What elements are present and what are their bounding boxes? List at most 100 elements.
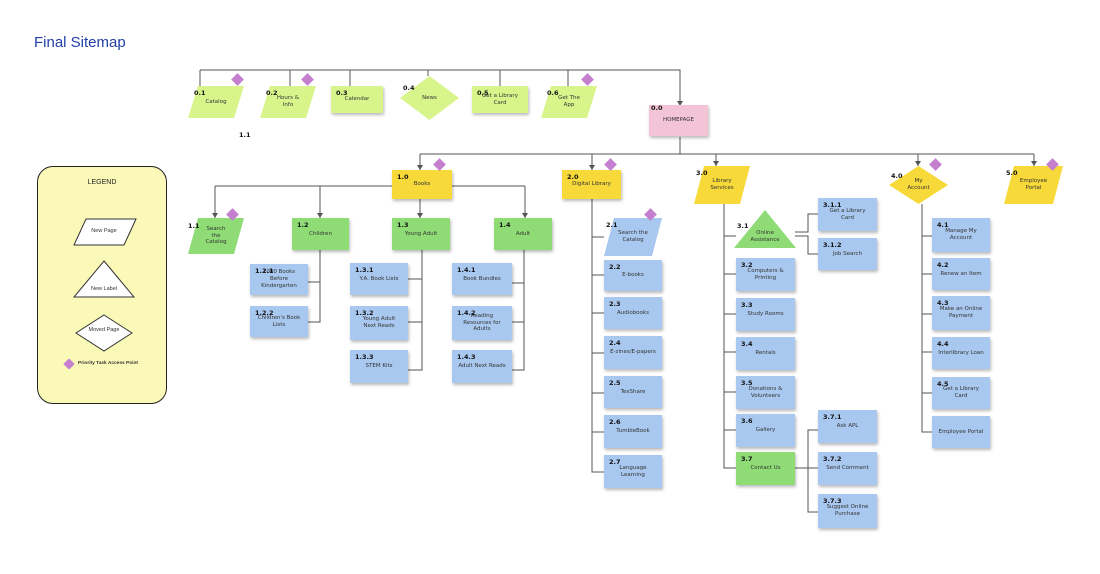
- node-0-1-catalog[interactable]: 0.1 Catalog: [188, 86, 244, 118]
- node-label: Reading Resources for Adults: [463, 312, 501, 333]
- node-label: Get a Library Card: [829, 207, 866, 221]
- node-1-4-2[interactable]: 1.4.2 Reading Resources for Adults: [452, 306, 512, 340]
- node-number: 1.1: [188, 222, 200, 230]
- node-number: 1.3: [397, 221, 409, 229]
- node-number: 4.0: [891, 172, 903, 180]
- node-0-6-get-app[interactable]: 0.6 Get The App: [541, 86, 597, 118]
- node-label: Rentals: [755, 350, 776, 357]
- node-number: 0.5: [477, 89, 489, 97]
- node-2-4[interactable]: 2.4 E-zines/E-papers: [604, 336, 662, 369]
- node-3-4[interactable]: 3.4 Rentals: [736, 337, 795, 370]
- node-label: Get a Library Card: [482, 92, 518, 106]
- node-number: 2.1: [606, 221, 618, 229]
- node-3-1-2[interactable]: 3.1.2 Job Search: [818, 238, 877, 270]
- node-number: 3.7.3: [823, 497, 842, 505]
- node-4-1[interactable]: 4.1 Manage My Account: [932, 218, 990, 252]
- node-1-4-1[interactable]: 1.4.1 Book Bundles: [452, 263, 512, 295]
- node-0-0-homepage[interactable]: 0.0 HOMEPAGE: [649, 104, 708, 136]
- legend-shapes: [63, 218, 137, 370]
- node-3-7-1[interactable]: 3.7.1 Ask APL: [818, 410, 877, 443]
- node-number: 2.0: [567, 173, 579, 181]
- node-2-0-digital-library[interactable]: 2.0 Digital Library: [562, 170, 621, 199]
- node-4-3[interactable]: 4.3 Make an Online Payment: [932, 296, 990, 330]
- node-0-5-library-card[interactable]: 0.5 Get a Library Card: [472, 86, 528, 113]
- legend-triangle-shape: [72, 260, 136, 298]
- node-number: 2.6: [609, 418, 621, 426]
- legend-item-new-label: New Label: [91, 286, 117, 292]
- node-label: Employee Portal: [1019, 178, 1048, 191]
- legend-parallelogram-shape: [73, 218, 137, 246]
- legend-item-moved-page: Moved Page: [88, 327, 120, 333]
- node-3-5[interactable]: 3.5 Donations & Volunteers: [736, 376, 795, 409]
- node-number: 1.4: [499, 221, 511, 229]
- node-number: 4.5: [937, 380, 949, 388]
- node-number: 2.5: [609, 379, 621, 387]
- node-0-4-news[interactable]: 0.4 News: [400, 76, 459, 120]
- node-1-0-books[interactable]: 1.0 Books: [392, 170, 452, 199]
- node-1-2-2[interactable]: 1.2.2 Children's Book Lists: [250, 306, 308, 337]
- node-label: TexShare: [620, 388, 646, 395]
- node-label: Search the Catalog: [205, 225, 227, 246]
- node-number: 1.3.1: [355, 266, 374, 274]
- node-1-3-2[interactable]: 1.3.2 Young Adult Next Reads: [350, 306, 408, 340]
- node-label: Computers & Printing: [747, 267, 784, 281]
- node-3-3[interactable]: 3.3 Study Rooms: [736, 298, 795, 331]
- node-2-7[interactable]: 2.7 Language Learning: [604, 455, 662, 488]
- node-label: Contact Us: [750, 465, 781, 472]
- node-1-3-young-adult[interactable]: 1.3 Young Adult: [392, 218, 450, 250]
- node-number: 3.6: [741, 417, 753, 425]
- page-title: Final Sitemap: [34, 34, 126, 51]
- node-label: Book Bundles: [463, 275, 501, 282]
- node-number: 1.4.1: [457, 266, 476, 274]
- node-1-2-1[interactable]: 1.2.1 1000 Books Before Kindergarten: [250, 264, 308, 295]
- node-number: 5.0: [1006, 169, 1018, 177]
- node-label: Children: [309, 230, 332, 237]
- node-3-2[interactable]: 3.2 Computers & Printing: [736, 258, 795, 291]
- node-label: TumbleBook: [616, 428, 650, 435]
- node-1-2-children[interactable]: 1.2 Children: [292, 218, 349, 250]
- node-number: 4.4: [937, 340, 949, 348]
- node-2-5[interactable]: 2.5 TexShare: [604, 376, 662, 408]
- node-label: Audiobooks: [617, 309, 649, 316]
- legend-item-new-page: New Page: [91, 228, 117, 234]
- node-label: Get The App: [558, 95, 580, 108]
- node-number: 0.4: [403, 84, 415, 92]
- node-label: Online Assistance: [750, 230, 780, 243]
- node-2-3[interactable]: 2.3 Audiobooks: [604, 297, 662, 329]
- node-3-7-contact-us[interactable]: 3.7 Contact Us: [736, 452, 795, 485]
- node-5-0-employee-portal[interactable]: 5.0 Employee Portal: [1004, 166, 1063, 204]
- node-number: 3.1: [737, 222, 749, 230]
- node-label: Hours & Info: [276, 95, 300, 108]
- node-4-4[interactable]: 4.4 Interlibrary Loan: [932, 337, 990, 369]
- node-4-5[interactable]: 4.5 Get a Library Card: [932, 377, 990, 409]
- node-0-3-calendar[interactable]: 0.3 Calendar: [331, 86, 383, 113]
- node-label: News: [422, 94, 437, 101]
- node-label: Ask APL: [836, 423, 859, 430]
- node-4-6-employee-portal[interactable]: Employee Portal: [932, 416, 990, 448]
- node-4-0-my-account[interactable]: 4.0 My Account: [889, 166, 948, 204]
- node-label: Renew an Item: [940, 270, 982, 277]
- node-4-2[interactable]: 4.2 Renew an Item: [932, 258, 990, 290]
- legend-panel: LEGEND New Page New Label Moved Page Pri…: [37, 166, 167, 404]
- node-1-3-1[interactable]: 1.3.1 Y.A. Book Lists: [350, 263, 408, 295]
- node-number: 1.3.2: [355, 309, 374, 317]
- node-3-7-2[interactable]: 3.7.2 Send Comment: [818, 452, 877, 485]
- node-1-4-3[interactable]: 1.4.3 Adult Next Reads: [452, 350, 512, 383]
- node-3-7-3[interactable]: 3.7.3 Suggest Online Purchase: [818, 494, 877, 528]
- node-label: Manage My Account: [945, 228, 977, 241]
- node-1-3-3[interactable]: 1.3.3 STEM Kits: [350, 350, 408, 383]
- node-number: 0.3: [336, 89, 348, 97]
- node-2-1-search-catalog[interactable]: 2.1 Search the Catalog: [604, 218, 662, 256]
- node-3-6[interactable]: 3.6 Gallery: [736, 414, 795, 447]
- node-2-6[interactable]: 2.6 TumbleBook: [604, 415, 662, 448]
- node-0-2-hours-info[interactable]: 0.2 Hours & Info: [260, 86, 316, 118]
- node-number: 2.3: [609, 300, 621, 308]
- node-1-1-search-catalog[interactable]: 1.1 Search the Catalog: [188, 218, 244, 254]
- node-2-2[interactable]: 2.2 E-books: [604, 260, 662, 291]
- node-3-1-online-assistance[interactable]: 3.1 Online Assistance: [734, 210, 796, 248]
- node-label: Young Adult Next Reads: [362, 316, 396, 329]
- node-number: 1.4.3: [457, 353, 476, 361]
- node-1-4-adult[interactable]: 1.4 Adult: [494, 218, 552, 250]
- node-3-0-library-services[interactable]: 3.0 Library Services: [694, 166, 750, 204]
- node-3-1-1[interactable]: 3.1.1 Get a Library Card: [818, 198, 877, 231]
